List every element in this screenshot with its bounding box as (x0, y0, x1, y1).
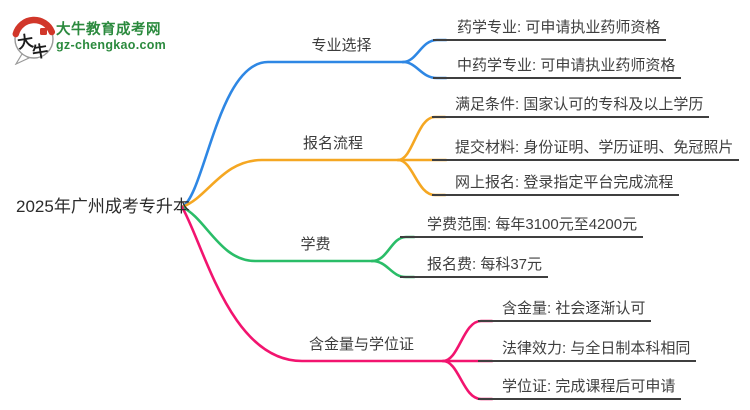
logo-site-name: 大牛教育成考网 (56, 22, 161, 38)
branch-label-major-selection: 专业选择 (311, 37, 372, 54)
branch-label-value-degree: 含金量与学位证 (308, 336, 414, 353)
branch-curve-registration (180, 158, 448, 209)
leaf-eligibility: 满足条件: 国家认可的专科及以上学历 (432, 95, 710, 118)
logo-char-niu: 牛 (31, 41, 50, 62)
branch-curve-value-degree (180, 205, 494, 363)
logo-bull-icon: 大 牛 (12, 16, 56, 65)
branch-curve-tuition (180, 205, 374, 263)
logo-char-da: 大 (16, 31, 35, 52)
leaf-tuition-range: 学费范围: 每年3100元至4200元 (400, 215, 644, 238)
leaf-online-registration: 网上报名: 登录指定平台完成流程 (432, 173, 680, 196)
leaf-pharmacy-major: 药学专业: 可申请执业药师资格 (433, 18, 667, 41)
branch-label-registration: 报名流程 (302, 135, 363, 152)
branch-label-tuition: 学费 (300, 236, 331, 253)
leaf-degree-certificate: 学位证: 完成课程后可申请 (478, 377, 682, 400)
branch-curve-major-selection (180, 60, 405, 209)
leaf-materials: 提交材料: 身份证明、学历证明、免冠照片 (432, 138, 740, 161)
leaf-social-recognition: 含金量: 社会逐渐认可 (478, 299, 652, 322)
root-topic: 2025年广州成考专升本 (16, 197, 190, 216)
leaf-registration-fee: 报名费: 每科37元 (400, 255, 549, 278)
leaf-tcm-pharmacy-major: 中药学专业: 可申请执业药师资格 (433, 56, 682, 79)
leaf-legal-effect: 法律效力: 与全日制本科相同 (478, 339, 697, 362)
logo-site-domain: gz-chengkao.com (56, 38, 167, 52)
site-logo: 大 牛 大牛教育成考网 gz-chengkao.com (12, 13, 232, 65)
